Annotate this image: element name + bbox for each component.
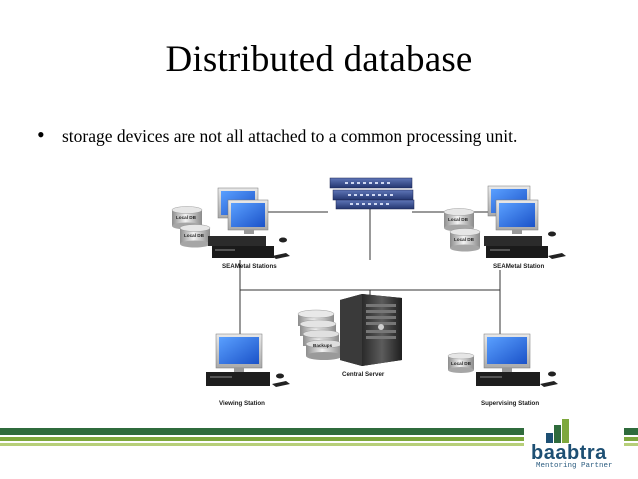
logo-mark-icon [546, 419, 569, 443]
monitor-icon [227, 199, 269, 234]
slide-title: Distributed database [165, 39, 473, 80]
viewing-station-label: Viewing Station [219, 400, 265, 407]
logo-tagline: Mentoring Partner [536, 462, 613, 470]
network-switch-icon [329, 177, 415, 210]
footer-stripe-dark [0, 428, 638, 435]
local-db-label: Local DB [454, 237, 475, 242]
right-station-group: Local DB Local DB SEAMetal Station [443, 185, 566, 270]
local-db-label: Local DB [176, 215, 197, 220]
supervising-station-group: Local DB Supervising Station [447, 333, 558, 407]
viewing-station-group: Viewing Station [206, 333, 290, 407]
footer-stripe-mid [0, 437, 638, 441]
local-db-label: Local DB [448, 217, 469, 222]
database-icon: Local DB [443, 208, 475, 232]
left-station-group: Local DB Local DB SEAMetal Stations [171, 187, 290, 270]
database-icon: Local DB [171, 206, 203, 230]
supervising-station-label: Supervising Station [481, 400, 539, 407]
database-icon: Local DB [449, 228, 481, 252]
central-server-group: Backups Central Server [297, 294, 402, 378]
bullet-text: storage devices are not all attached to … [62, 126, 518, 146]
right-station-label: SEAMetal Station [493, 263, 544, 270]
monitor-icon [215, 333, 263, 372]
desktop-unit-icon [208, 236, 290, 259]
desktop-unit-icon [484, 231, 566, 259]
monitor-icon [483, 333, 531, 372]
bullet-dot: • [37, 122, 45, 147]
local-db-label: Local DB [451, 361, 472, 366]
footer-stripe-light [0, 443, 638, 446]
database-icon: Local DB [447, 352, 475, 373]
monitor-icon [495, 199, 539, 234]
left-station-label: SEAMetal Stations [222, 263, 277, 270]
backup-storage-icon: Backups [297, 309, 343, 360]
database-icon: Local DB [179, 224, 211, 248]
backups-label: Backups [313, 343, 333, 348]
desktop-unit-icon [476, 371, 558, 387]
server-tower-icon [340, 294, 402, 366]
logo-wordmark: baabtra [531, 442, 607, 464]
local-db-label: Local DB [184, 233, 205, 238]
central-server-label: Central Server [342, 371, 385, 378]
brand-logo [524, 413, 624, 475]
desktop-unit-icon [206, 372, 290, 387]
